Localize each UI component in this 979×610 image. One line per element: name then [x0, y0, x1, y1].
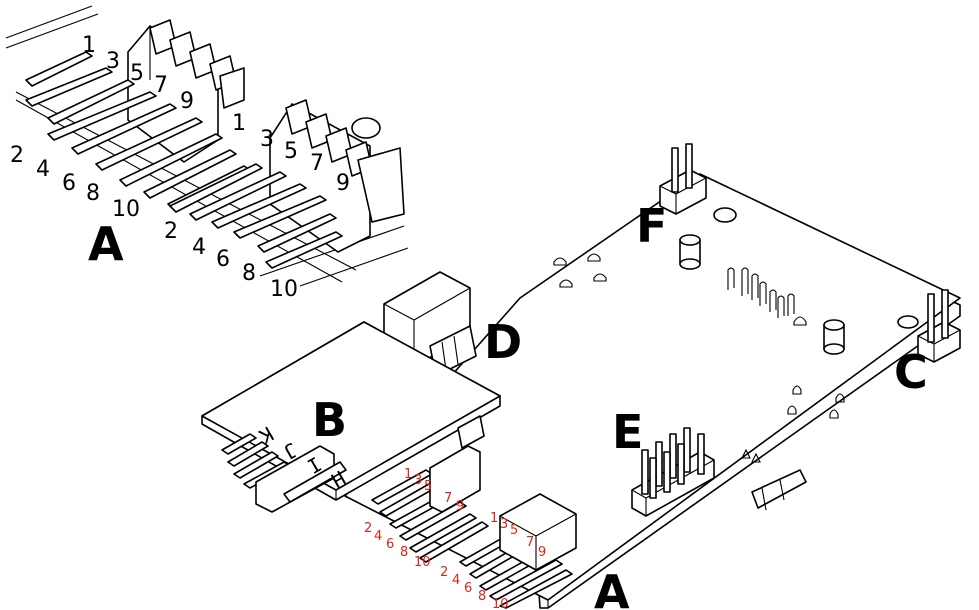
daughterboard-b: [201, 321, 501, 513]
board-header-a: [371, 445, 577, 609]
pin-number: 10: [112, 197, 140, 222]
pin-number: 10: [492, 597, 509, 610]
label-d: D: [484, 315, 522, 369]
pin-number: 3: [414, 473, 422, 488]
pin-number: 10: [270, 277, 298, 302]
pin-number: 1: [232, 111, 246, 136]
pin-number: 3: [500, 517, 508, 532]
pin-number: 2: [440, 565, 448, 580]
label-f: F: [636, 199, 667, 253]
label-e: E: [612, 405, 643, 459]
capacitor: [679, 234, 701, 270]
pin-number: 9: [180, 89, 194, 114]
pin-number: 7: [526, 535, 534, 550]
pin-number: 1: [490, 511, 498, 526]
label-a-board: A: [594, 565, 630, 610]
header-c: [917, 289, 961, 363]
pin-number: 7: [444, 491, 452, 506]
main-pcb: [344, 173, 961, 609]
pin-number: 5: [510, 523, 518, 538]
pin-number: 4: [452, 573, 460, 588]
pin-number: 4: [36, 157, 50, 182]
header-e: [631, 427, 715, 517]
pin-number: 8: [242, 261, 256, 286]
inset-pin-numbers: 1 3 5 7 9 2 4 6 8 10 1 3 5 7 9 2 4 6 8 1…: [10, 33, 350, 302]
pin-number: 7: [310, 151, 324, 176]
label-b: B: [312, 393, 347, 447]
pin-number: 6: [216, 247, 230, 272]
small-components: [553, 253, 845, 463]
pin-number: 2: [364, 521, 372, 536]
mounting-hole: [713, 207, 737, 223]
pin-number: 5: [424, 479, 432, 494]
pin-number: 3: [260, 127, 274, 152]
under-connector: [751, 469, 807, 511]
header-f: [659, 143, 707, 215]
pin-number: 2: [10, 143, 24, 168]
label-c: C: [894, 345, 928, 399]
pin-number: 4: [374, 529, 382, 544]
pin-number: 6: [386, 537, 394, 552]
pin-number: 5: [284, 139, 298, 164]
right-angle-header: [221, 433, 347, 513]
pin-number: 3: [106, 49, 120, 74]
pin-number: 6: [62, 171, 76, 196]
pin-number: 4: [192, 235, 206, 260]
pin-number: 8: [400, 545, 408, 560]
capacitor: [823, 319, 845, 355]
pin-number: 9: [456, 499, 464, 514]
pin-number: 5: [130, 61, 144, 86]
mounting-hole: [897, 315, 919, 329]
pin-number: 7: [154, 73, 168, 98]
pin-number: 8: [86, 181, 100, 206]
pin-number: 6: [464, 581, 472, 596]
pin-number: 1: [82, 33, 96, 58]
inset-header-detail: [5, 5, 409, 287]
pin-number: 8: [478, 589, 486, 604]
component-leads: [727, 267, 807, 326]
pin-number: 9: [336, 171, 350, 196]
pin-number: 9: [538, 545, 546, 560]
board-pin-numbers: 1 3 5 7 9 2 4 6 8 10 1 3 5 7 9 2 4 6 8 1…: [364, 467, 546, 610]
label-a-inset: A: [88, 217, 124, 271]
pin-number: 1: [404, 467, 412, 482]
pin-number: 10: [414, 555, 431, 570]
pin-number: 2: [164, 219, 178, 244]
